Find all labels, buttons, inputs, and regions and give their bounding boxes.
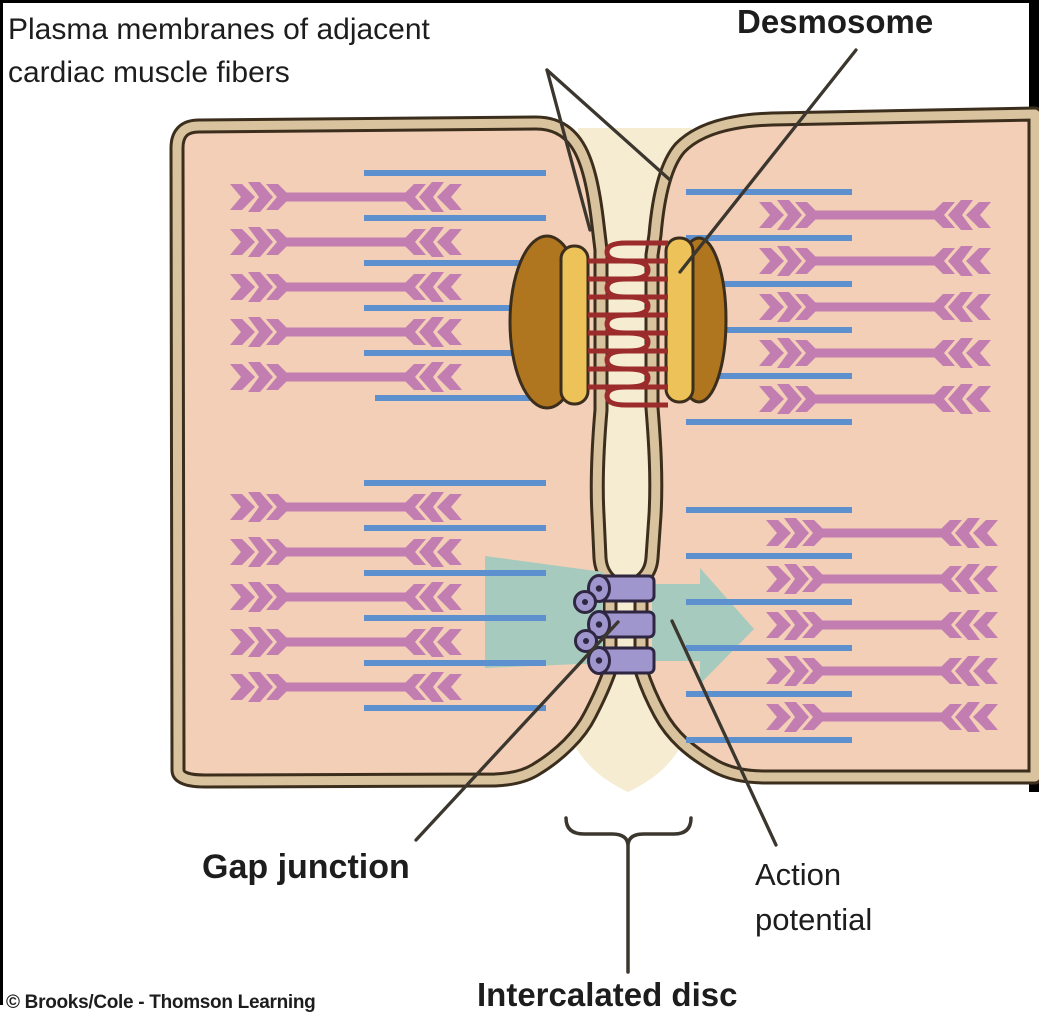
action-potential-label-line1: Action xyxy=(755,857,842,892)
plasma-membranes-label-line2: cardiac muscle fibers xyxy=(8,56,290,89)
blue-filament-lines xyxy=(364,170,852,743)
action-potential-pointer xyxy=(670,619,778,847)
desmosome-label: Desmosome xyxy=(737,3,934,40)
intercalated-disc-label: Intercalated disc xyxy=(477,976,738,1013)
plasma-membranes-label: Plasma membranes of adjacent cardiac mus… xyxy=(8,8,430,94)
intercalated-disc-brace xyxy=(564,816,693,974)
left-border xyxy=(0,0,3,1005)
plasma-membranes-label-line1: Plasma membranes of adjacent xyxy=(8,13,430,46)
action-potential-arrow xyxy=(485,556,754,684)
copyright-credit: © Brooks/Cole - Thomson Learning xyxy=(6,992,316,1013)
right-cell-membrane xyxy=(636,109,1039,782)
gap-junction-structure xyxy=(573,574,656,675)
action-potential-label-line2: potential xyxy=(755,902,873,937)
gap-junction-label: Gap junction xyxy=(202,848,410,886)
desmosome-pointer xyxy=(678,48,858,274)
left-cell-membrane xyxy=(172,118,615,786)
desmosome-plaque-left xyxy=(559,244,590,406)
plasma-membrane-pointer-left xyxy=(545,68,592,232)
action-potential-label: Action potential xyxy=(755,852,872,942)
gap-junction-pointer xyxy=(414,620,620,842)
plasma-membrane-pointer-right xyxy=(545,68,672,182)
desmosome-filaments xyxy=(588,240,668,408)
arrow-head xyxy=(652,568,754,684)
pointer-lines xyxy=(414,48,858,847)
desmosome-structure xyxy=(508,234,728,410)
desmosome-plaque-right xyxy=(664,236,695,404)
top-border xyxy=(0,0,1039,3)
right-cardiac-cell xyxy=(633,106,1039,785)
